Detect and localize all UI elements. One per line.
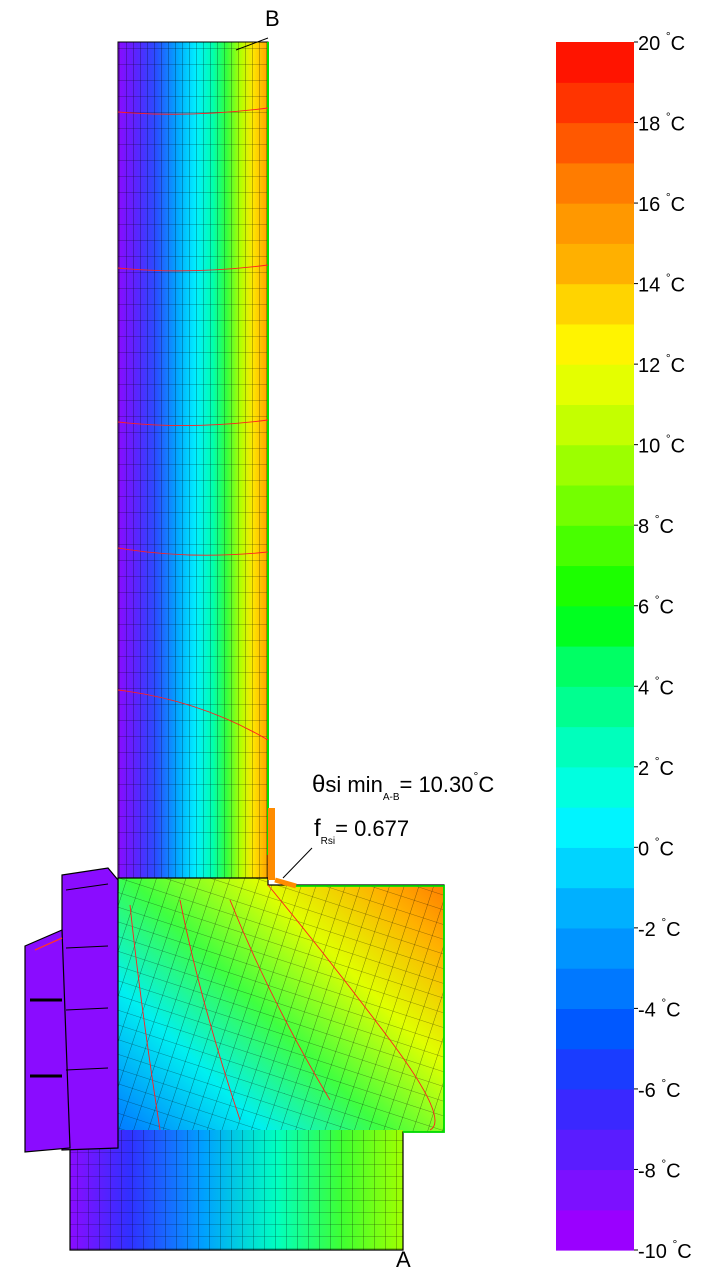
- f-subscript: Rsi: [321, 836, 335, 847]
- theta-symbol: θ: [312, 771, 325, 798]
- legend-band: [556, 968, 634, 1009]
- legend-band: [556, 646, 634, 687]
- annotation-leader: [282, 847, 313, 879]
- legend-band: [556, 887, 634, 929]
- legend-tick-label: 0 °C: [638, 834, 674, 860]
- legend-band: [556, 927, 634, 969]
- legend-band: [556, 565, 634, 607]
- legend-tick-label: 14 °C: [638, 271, 685, 297]
- legend-band: [556, 122, 634, 164]
- frame-isotherms: [129, 884, 436, 1131]
- legend-band: [556, 847, 634, 889]
- wall-section: [117, 41, 269, 891]
- theta-degree: °: [474, 769, 479, 783]
- legend-tick-label: -10 °C: [638, 1237, 692, 1263]
- legend-tick-label: 10 °C: [638, 432, 685, 458]
- frame-section: [69, 877, 445, 1251]
- theta-unit: C: [478, 772, 494, 797]
- legend-band: [556, 525, 634, 567]
- legend-band: [556, 807, 634, 848]
- legend-tick-label: 16 °C: [638, 190, 685, 216]
- legend-band: [556, 726, 634, 768]
- legend-tick-label: 4 °C: [638, 673, 674, 699]
- legend-tick-label: 12 °C: [638, 351, 685, 377]
- legend-band: [556, 42, 634, 83]
- legend-tick-label: 18 °C: [638, 110, 685, 136]
- legend-band: [556, 203, 634, 244]
- legend-band: [556, 323, 634, 365]
- legend-band: [556, 1048, 634, 1090]
- legend-band: [556, 1088, 634, 1130]
- legend-tick-label: 20 °C: [638, 29, 685, 55]
- legend-band: [556, 444, 634, 486]
- window-profile: [24, 867, 119, 1153]
- theta-text: si min: [325, 772, 382, 797]
- svg-text:fRsi= 0.677: fRsi= 0.677: [314, 815, 409, 847]
- legend-band: [556, 1008, 634, 1050]
- f-symbol: f: [314, 815, 321, 842]
- legend-band: [556, 404, 634, 446]
- legend-band: [556, 243, 634, 285]
- color-legend: 20 °C 18 °C 16 °C 14 °C 12 °C 10 °C 8 °C 6 °C 4 …: [556, 29, 692, 1263]
- legend-tick-label: 8 °C: [638, 512, 674, 538]
- legend-band: [556, 1169, 634, 1211]
- f-value: = 0.677: [335, 816, 409, 841]
- point-b-label: B: [265, 6, 280, 31]
- legend-band: [556, 766, 634, 808]
- point-a-label: A: [396, 1247, 411, 1267]
- legend-tick-label: -2 °C: [638, 915, 681, 941]
- isotherm-lines: [117, 107, 269, 741]
- legend-tick-label: 6 °C: [638, 593, 674, 619]
- legend-band: [556, 82, 634, 124]
- legend-band: [556, 1129, 634, 1171]
- legend-band: [556, 283, 634, 325]
- svg-text:θsi minA-B= 10.30°C: θsi minA-B= 10.30°C: [312, 769, 494, 803]
- legend-band: [556, 605, 634, 647]
- legend-band: [556, 1209, 634, 1251]
- annotation: θsi minA-B= 10.30°C fRsi= 0.677: [312, 769, 494, 847]
- theta-value: = 10.30: [399, 772, 473, 797]
- legend-tick-label: -4 °C: [638, 995, 681, 1021]
- theta-subscript: A-B: [383, 792, 400, 803]
- legend-band: [556, 686, 634, 728]
- legend-band: [556, 484, 634, 526]
- legend-tick-label: -6 °C: [638, 1076, 681, 1102]
- legend-band: [556, 364, 634, 405]
- legend-tick-label: -8 °C: [638, 1156, 681, 1182]
- legend-band: [556, 162, 634, 204]
- surface-highlight: [235, 37, 313, 889]
- legend-tick-label: 2 °C: [638, 754, 674, 780]
